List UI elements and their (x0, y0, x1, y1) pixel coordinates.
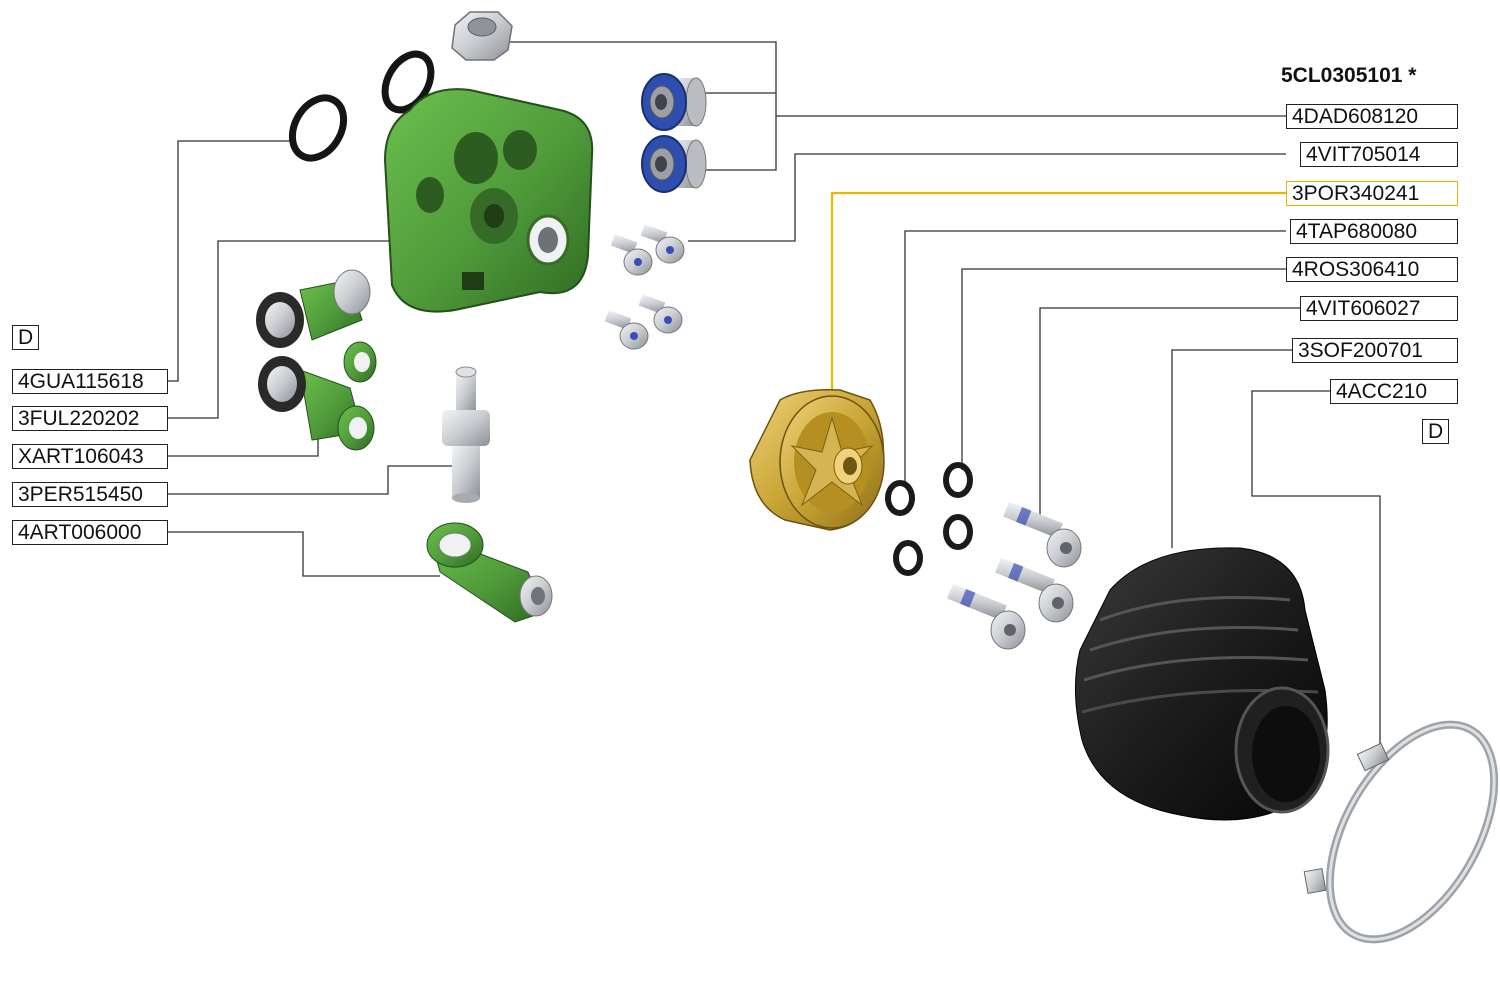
brass-carrier (749, 388, 885, 531)
label-4ros306410[interactable]: 4ROS306410 (1286, 257, 1458, 282)
label-4gua115618[interactable]: 4GUA115618 (12, 369, 168, 394)
leader-art (168, 531, 440, 577)
label-3per515450[interactable]: 3PER515450 (12, 482, 168, 507)
leader-vit606 (1039, 307, 1300, 524)
leader-ros (961, 268, 1286, 470)
small-seals (885, 462, 973, 576)
cam-follower-upper (256, 269, 377, 383)
hose-clamp (1303, 720, 1499, 944)
label-d-left[interactable]: D (12, 325, 40, 350)
leader-por (830, 191, 1286, 398)
leader-lines (168, 41, 1381, 745)
o-ring-small (381, 50, 435, 114)
bearing-top (641, 73, 707, 131)
steel-pin (442, 366, 490, 503)
cap-screws (947, 501, 1082, 650)
assembly-code: 5CL0305101 * (1281, 64, 1417, 87)
label-4tap680080[interactable]: 4TAP680080 (1290, 219, 1458, 244)
rubber-boot (1075, 547, 1330, 821)
leader-ful (168, 240, 395, 419)
bearing-bottom (641, 135, 707, 193)
cam-follower-lower (258, 356, 375, 451)
label-d-right[interactable]: D (1422, 419, 1450, 444)
label-4art006000[interactable]: 4ART006000 (12, 520, 168, 545)
hex-nut (451, 11, 513, 61)
label-3ful220202[interactable]: 3FUL220202 (12, 406, 168, 431)
leader-vit705 (688, 153, 1286, 242)
leader-acc (1251, 390, 1381, 745)
label-4acc210[interactable]: 4ACC210 (1330, 379, 1458, 404)
label-4vit606027[interactable]: 4VIT606027 (1300, 296, 1458, 321)
leader-gua (168, 140, 290, 382)
leader-sof (1171, 349, 1292, 548)
label-xart106043[interactable]: XART106043 (12, 444, 168, 469)
o-ring-large (288, 94, 348, 162)
label-3por340241[interactable]: 3POR340241 (1286, 181, 1458, 206)
label-3sof200701[interactable]: 3SOF200701 (1292, 338, 1458, 363)
green-rod-end (426, 522, 553, 623)
label-4dad608120[interactable]: 4DAD608120 (1286, 104, 1458, 129)
leader-dad-nut (508, 41, 777, 171)
label-4vit705014[interactable]: 4VIT705014 (1300, 142, 1458, 167)
small-screws (604, 224, 685, 350)
leader-per (168, 465, 462, 495)
leader-tap (904, 230, 1286, 486)
green-housing (383, 88, 594, 313)
